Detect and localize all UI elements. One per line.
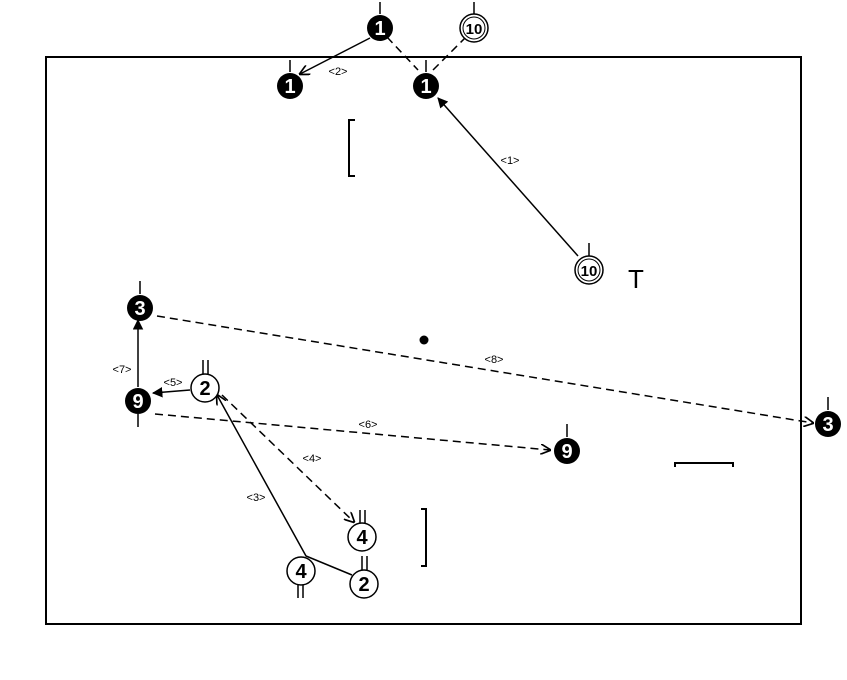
player-10-top: 10 (459, 2, 489, 43)
ball-dot (419, 335, 429, 345)
svg-text:2: 2 (358, 574, 369, 596)
svg-text:1: 1 (420, 76, 431, 98)
player-2-top: 2 (190, 360, 220, 403)
svg-text:2: 2 (199, 378, 210, 400)
svg-text:1: 1 (284, 76, 295, 98)
svg-text:3: 3 (822, 414, 833, 436)
step-label-5: <5> (164, 377, 183, 389)
player-9-left: 9 (125, 388, 151, 427)
player-4-right: 4 (347, 510, 377, 552)
step-label-4: <4> (303, 453, 322, 465)
run-line-5 (151, 387, 191, 398)
svg-text:4: 4 (356, 527, 368, 549)
run-line-1 (437, 97, 579, 257)
player-4-left: 4 (286, 556, 316, 598)
player-1-left: 1 (277, 60, 303, 99)
svg-text:10: 10 (581, 263, 598, 280)
step-label-8: <8> (485, 354, 504, 366)
svg-text:1: 1 (374, 18, 385, 40)
step-label-6: <6> (359, 419, 378, 431)
player-3-right: 3 (815, 397, 841, 437)
svg-text:4: 4 (295, 561, 307, 583)
field-border (45, 56, 802, 625)
svg-text:3: 3 (134, 298, 145, 320)
pass-line-4 (221, 394, 354, 522)
svg-text:9: 9 (561, 441, 572, 463)
svg-text:9: 9 (132, 391, 143, 413)
pass-line-2 (300, 37, 371, 74)
goal-bracket-lower (421, 508, 427, 567)
step-label-3: <3> (247, 492, 266, 504)
player-1-right: 1 (413, 60, 439, 99)
coach-mark: T (628, 264, 644, 294)
player-1-top: 1 (367, 2, 393, 41)
step-label-1: <1> (501, 155, 520, 167)
step-label-2: <2> (329, 66, 348, 78)
step-label-7: <7> (113, 364, 132, 376)
pass-line-top-dashed (386, 36, 419, 71)
goal-bracket-upper (348, 119, 355, 177)
pass-line-8 (156, 315, 813, 423)
pass-line-top-right-dashed (432, 36, 467, 71)
pass-line-6 (154, 413, 550, 450)
player-9-mid: 9 (554, 424, 580, 464)
player-10-mid: 10 (574, 243, 604, 285)
player-3-left: 3 (127, 281, 153, 321)
player-2-bottom: 2 (349, 556, 379, 599)
svg-text:10: 10 (466, 21, 483, 38)
goal-bar-right (674, 462, 734, 467)
run-line-3 (217, 395, 353, 576)
